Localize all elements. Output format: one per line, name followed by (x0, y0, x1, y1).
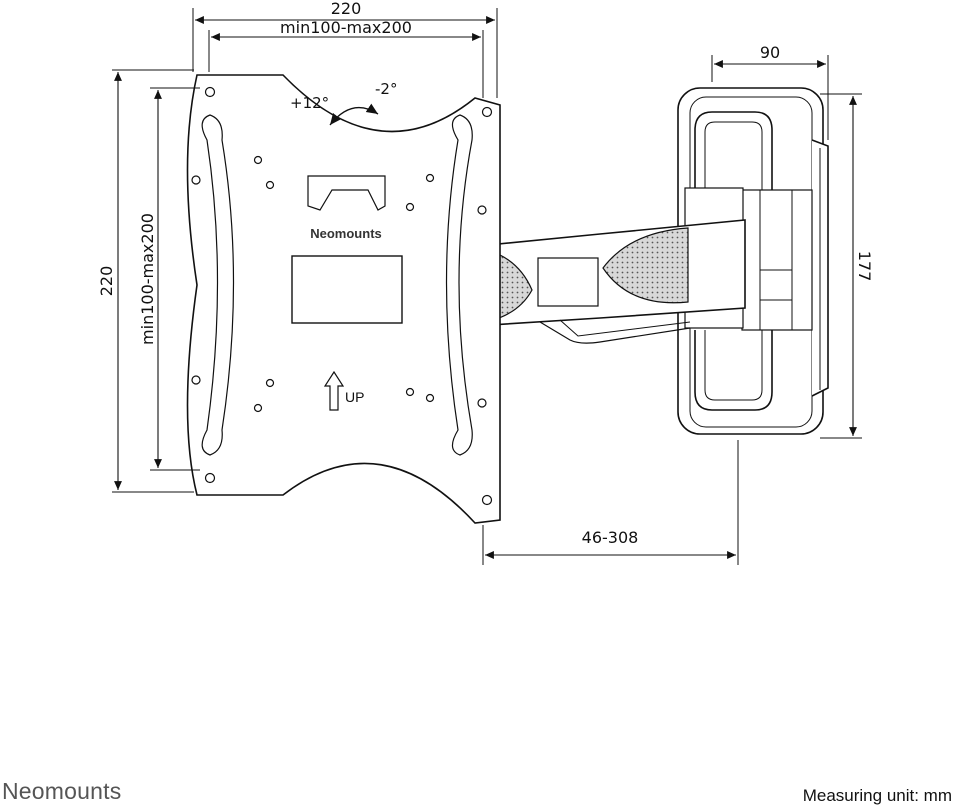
measuring-unit-note: Measuring unit: mm (802, 786, 952, 805)
dimension-lines (112, 8, 862, 565)
wall-plate-height-label: 177 (855, 251, 874, 282)
tilt-up-label: +12° (290, 94, 329, 112)
plate-width-label: 220 (331, 0, 362, 18)
vesa-plate (186, 74, 501, 524)
tilt-down-label: -2° (375, 80, 397, 98)
dimension-arrows (114, 16, 857, 559)
tilt-arc-arrow (329, 103, 379, 126)
plate-up-label: UP (345, 389, 364, 405)
plate-vesa-height-label: min100-max200 (138, 213, 157, 345)
dimension-labels: 220 min100-max200 220 min100-max200 90 1… (97, 0, 874, 547)
plate-height-label: 220 (97, 266, 116, 297)
tilt-indicator: +12° -2° (290, 80, 397, 126)
footer-brand-logo: Neomounts (2, 778, 122, 804)
arm-extension-label: 46-308 (582, 528, 639, 547)
plate-brand-label: Neomounts (310, 226, 382, 241)
plate-vesa-width-label: min100-max200 (280, 18, 412, 37)
wall-plate (677, 87, 829, 435)
wall-plate-width-label: 90 (760, 43, 780, 62)
